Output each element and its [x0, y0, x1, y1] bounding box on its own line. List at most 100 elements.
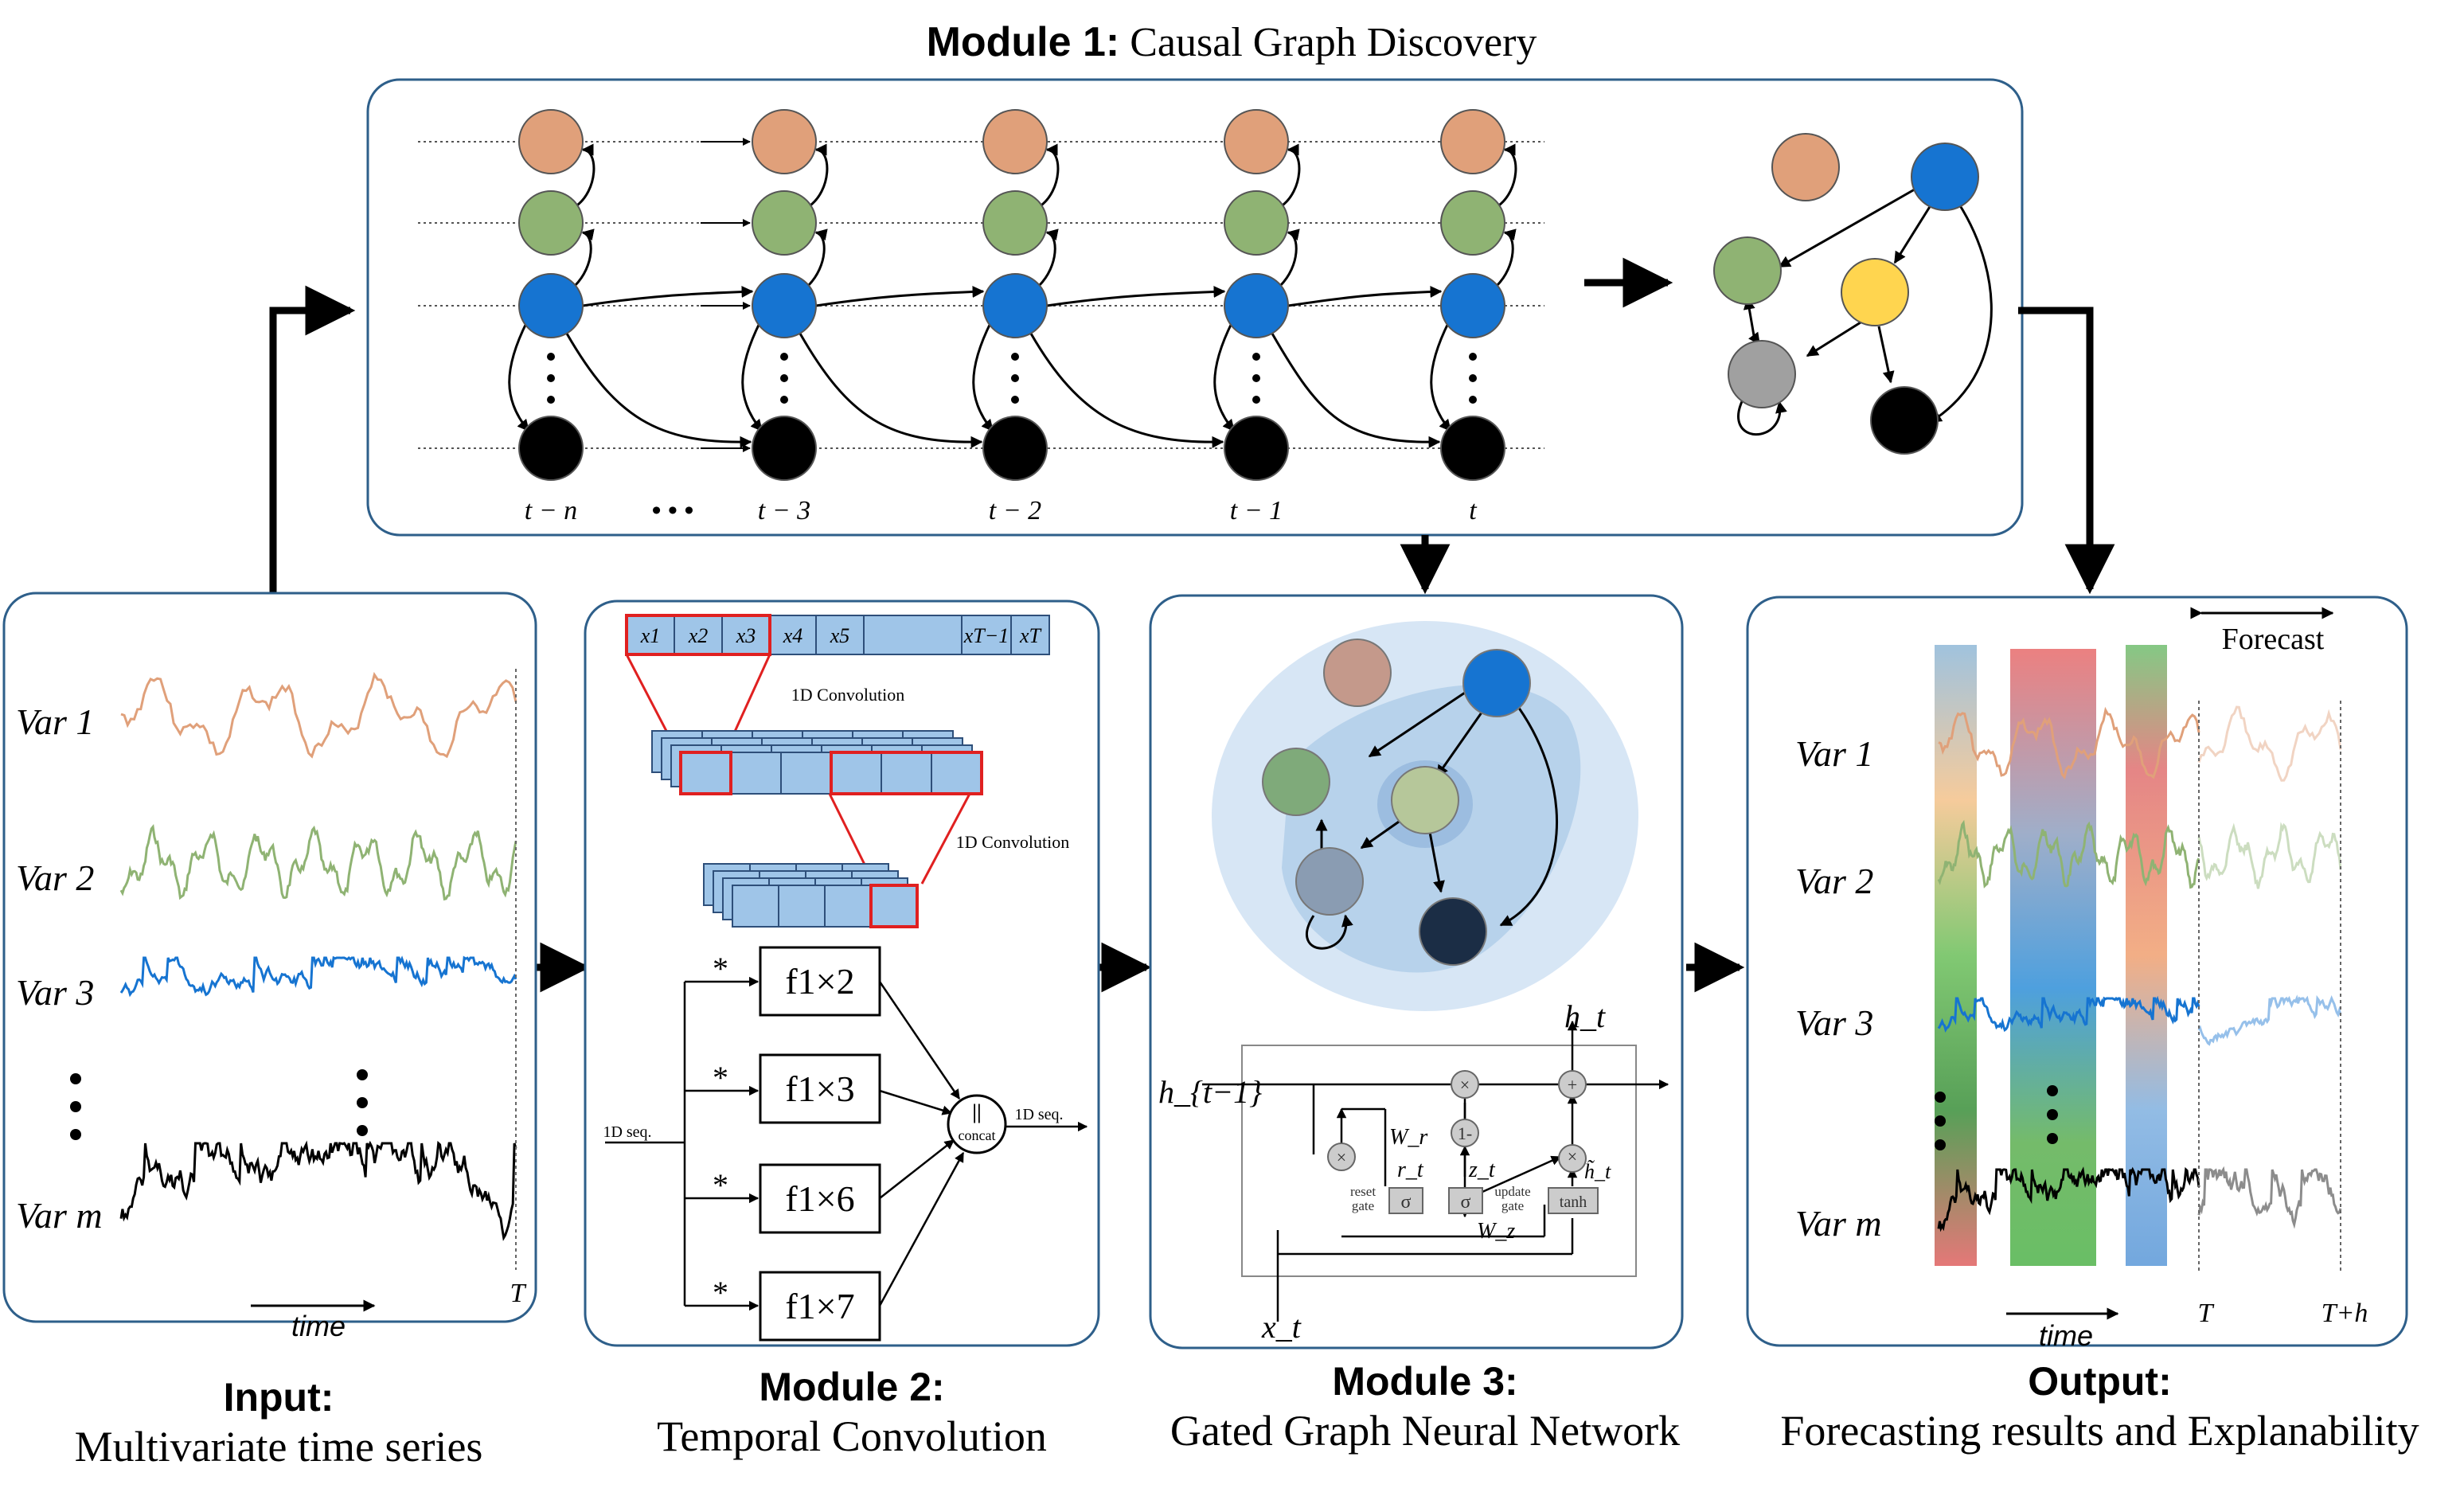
module2-caption: Module 2: Temporal Convolution	[581, 1363, 1123, 1462]
conv-op-2: *	[713, 1060, 728, 1096]
module3-caption-bold: Module 3:	[1332, 1359, 1518, 1404]
module2-inception-block: 1D seq. 1D seq. * * * * f1×2 f1×3 f1×6 f…	[603, 946, 1088, 1342]
seq-cell-4	[769, 615, 817, 655]
time-label-t-n: t − n	[525, 496, 577, 525]
vertical-dot	[780, 353, 788, 361]
vertical-dot	[1011, 353, 1019, 361]
gru-candidate-multiply	[1558, 1144, 1587, 1173]
gru-add	[1558, 1070, 1587, 1099]
output-varm-label: Var m	[1795, 1203, 1882, 1244]
m2-layer1-receptive-window	[830, 751, 983, 795]
m1-node-var3-col1	[518, 273, 584, 338]
m1-node-varm-col2	[752, 416, 817, 481]
m2-layer1-cell-0-1	[730, 752, 782, 795]
embed-node-var5	[1295, 847, 1364, 916]
input-series-var2	[119, 824, 517, 901]
m2-layer1-receptive-window	[679, 751, 732, 795]
seq-label-7: xT−1	[963, 624, 1009, 647]
gru-sigma-1: σ	[1401, 1192, 1412, 1213]
forecast-label: Forecast	[2222, 623, 2325, 656]
summary-node-var4	[1841, 258, 1909, 326]
conv-op-4: *	[713, 1275, 728, 1310]
m1-node-var3-col5	[1440, 273, 1505, 338]
concat-node	[947, 1094, 1007, 1154]
seq-cell-3	[721, 615, 771, 655]
input-series-var3	[119, 955, 517, 998]
summary-node-var5	[1728, 340, 1796, 408]
seq-label-4: x4	[783, 624, 803, 647]
output-var-labels: Var 1 Var 2 Var 3 Var m	[1795, 733, 1882, 1244]
module2-in-label: 1D seq.	[603, 1123, 651, 1141]
m1-node-var2-col1	[518, 190, 584, 256]
m1-node-var1-col1	[518, 109, 584, 174]
input-caption: Input: Multivariate time series	[0, 1373, 557, 1472]
gru-update-gate-2: gate	[1501, 1198, 1524, 1213]
m2-layer1-cell-0-5	[931, 752, 982, 795]
seq-receptive-window	[625, 614, 771, 656]
input-caption-text: Multivariate time series	[74, 1423, 483, 1471]
summary-node-varm	[1870, 386, 1939, 455]
module2-conv-layer-2	[703, 863, 919, 928]
m1-node-varm-col5	[1440, 416, 1505, 481]
gru-one-minus	[1451, 1119, 1479, 1147]
seq-label-2: x2	[688, 624, 709, 647]
output-Th-label: T+h	[2321, 1299, 2368, 1328]
input-var-labels: Var 1 Var 2 Var 3 Var m	[16, 701, 103, 1236]
time-label-t-1: t − 1	[1230, 496, 1283, 525]
m1-node-var2-col3	[982, 190, 1048, 256]
module1-title-bold: Module 1:	[927, 19, 1120, 65]
seq-label-3: x3	[736, 624, 756, 647]
vertical-dot	[1011, 374, 1019, 382]
input-caption-bold: Input:	[223, 1375, 334, 1420]
output-caption-text: Forecasting results and Explanability	[1780, 1407, 2419, 1455]
m2-layer1-cell-0-0	[680, 752, 732, 795]
input-to-module1-arrow	[269, 285, 356, 593]
m2-layer2-cell-0-3	[870, 885, 918, 928]
gru-h-t: h_t	[1564, 998, 1606, 1034]
gru-reset-gate-1: reset	[1350, 1184, 1376, 1199]
module1-time-labels: t − n • • • t − 3 t − 2 t − 1 t	[525, 496, 1478, 525]
seq-cell-6	[863, 615, 963, 655]
input-panel	[2, 592, 537, 1323]
output-series-varm-history	[1937, 1166, 2200, 1232]
seq-cell-8	[1010, 615, 1050, 655]
gru-times-1: ×	[1337, 1147, 1346, 1167]
module1-edges	[508, 143, 1517, 448]
gru-update-gate-1: update	[1494, 1184, 1530, 1199]
vertical-dot	[780, 374, 788, 382]
output-series-varm-forecast	[2197, 1166, 2342, 1229]
output-series-var1-history	[1938, 706, 2200, 780]
output-caption-bold: Output:	[2028, 1359, 2172, 1404]
conv-op-1: *	[713, 951, 728, 986]
filter-label-1x7: f1×7	[785, 1286, 854, 1326]
gru-sigma-2: σ	[1461, 1192, 1471, 1213]
gru-W-r: W_r	[1389, 1125, 1427, 1150]
gru-h-tilde: h̃_t	[1584, 1160, 1611, 1183]
concat-label: concat	[959, 1127, 996, 1143]
input-series-var1	[120, 671, 517, 759]
vertical-dot	[780, 396, 788, 404]
m1-node-var3-col3	[982, 273, 1048, 338]
filter-label-1x3: f1×3	[785, 1068, 854, 1109]
input-time-series	[119, 671, 517, 1241]
gru-reset-gate-2: gate	[1352, 1198, 1374, 1213]
output-var3-label: Var 3	[1795, 1002, 1873, 1043]
conv-op-3: *	[713, 1167, 728, 1203]
m1-node-varm-col4	[1224, 416, 1289, 481]
module3-graph-embedding	[1212, 621, 1638, 1011]
input-varm-label: Var m	[16, 1195, 103, 1236]
vertical-dot	[1469, 353, 1477, 361]
gru-plus: +	[1568, 1075, 1577, 1095]
explanation-bands	[1935, 645, 2167, 1266]
vertical-dot	[547, 353, 555, 361]
module3-caption-text: Gated Graph Neural Network	[1170, 1407, 1681, 1455]
vertical-dot	[547, 374, 555, 382]
output-series-var3-history	[1937, 995, 2200, 1033]
time-label-t: t	[1469, 496, 1478, 525]
filter-box-1x6	[759, 1163, 881, 1234]
m2-layer2-receptive-window	[869, 884, 919, 928]
m2-layer1-cell-0-4	[881, 752, 932, 795]
gru-tanh-label: tanh	[1560, 1193, 1587, 1211]
